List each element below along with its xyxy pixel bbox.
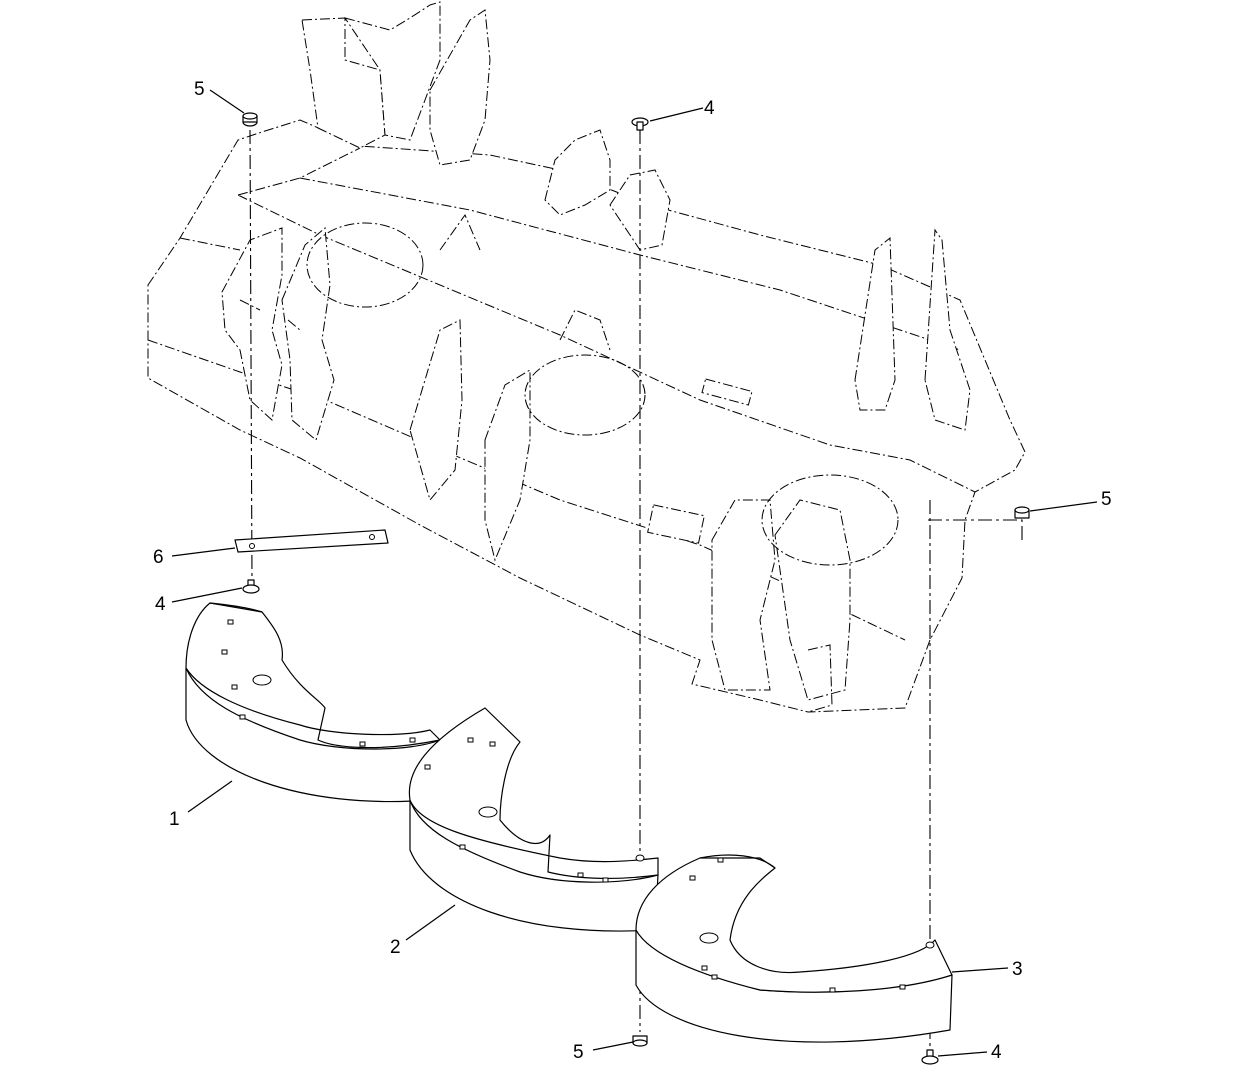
callout-6: 6 bbox=[153, 547, 164, 568]
flange-nut-bottom bbox=[632, 1035, 648, 1047]
callout-5-bottom: 5 bbox=[573, 1042, 584, 1063]
hardware bbox=[234, 112, 1030, 1065]
callout-5-top-left: 5 bbox=[194, 79, 205, 100]
callout-3: 3 bbox=[1012, 959, 1023, 980]
flange-nut-top-left bbox=[242, 112, 258, 127]
weight-1 bbox=[185, 602, 441, 803]
callout-4-bottom: 4 bbox=[991, 1042, 1002, 1063]
callout-1: 1 bbox=[169, 809, 180, 830]
callout-5-right: 5 bbox=[1101, 489, 1112, 510]
weight-3 bbox=[635, 854, 953, 1043]
callout-2: 2 bbox=[390, 937, 401, 958]
spacer-plate bbox=[234, 529, 389, 553]
carriage-bolt-bottom bbox=[921, 1049, 939, 1065]
carriage-bolt-left bbox=[242, 579, 260, 594]
mower-deck-phantom bbox=[147, 1, 1026, 713]
carriage-bolt-top bbox=[631, 117, 649, 131]
callout-4-top: 4 bbox=[704, 98, 715, 119]
callout-4-left: 4 bbox=[155, 594, 166, 615]
callouts: 5 4 5 6 4 1 2 3 5 4 bbox=[153, 79, 1112, 1063]
weight-2 bbox=[408, 707, 659, 932]
flange-nut-right bbox=[1014, 506, 1030, 519]
